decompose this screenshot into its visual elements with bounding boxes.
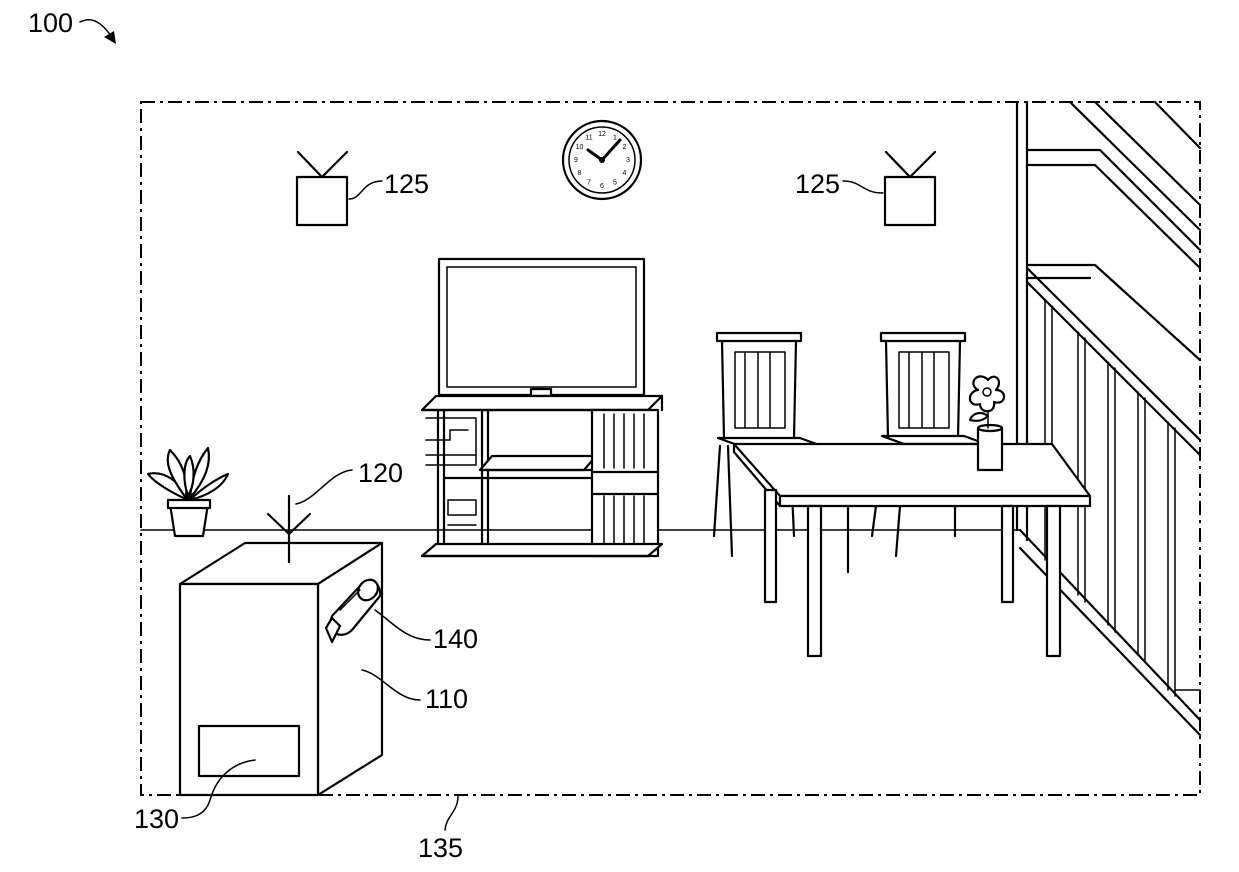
table-leg-front-right: [1047, 506, 1060, 656]
tv-stand-drawer: [426, 418, 476, 465]
staircase: [1017, 102, 1200, 735]
table-leg-back-right: [1002, 506, 1013, 602]
clock-numeral: 9: [574, 157, 578, 164]
tv-stand-base: [422, 544, 662, 556]
clock-numeral: 4: [623, 170, 627, 177]
flower-leaf: [970, 413, 988, 421]
chair-left-slats: [735, 352, 785, 428]
speaker-right-leader: [843, 181, 883, 193]
stair-step-2: [1027, 265, 1200, 360]
chair-right-top-rail: [881, 333, 965, 341]
display-panel-label: 130: [134, 804, 179, 834]
speaker-left-label: 125: [384, 169, 429, 199]
stair-handrail-inner: [1027, 282, 1200, 455]
clock-numeral: 7: [587, 179, 591, 186]
clock-center: [599, 157, 605, 163]
boundary-label: 135: [418, 833, 463, 863]
clock-numeral: 12: [598, 131, 606, 138]
clock-numeral: 6: [600, 183, 604, 190]
clock-numeral: 8: [578, 170, 582, 177]
tv-stand: [422, 396, 662, 556]
table-leg-front-left: [808, 506, 821, 656]
boundary-leader: [445, 796, 458, 830]
speaker-left: 125: [297, 152, 429, 225]
stair-step-edge-1: [1155, 102, 1200, 148]
wall-clock: 12 12 3 45 6 789 1011: [563, 121, 641, 199]
antenna-leader: [296, 470, 352, 504]
clock-numeral: 5: [613, 179, 617, 186]
tv-bezel: [439, 259, 644, 395]
camera-label: 140: [433, 624, 478, 654]
speaker-right-box: [885, 177, 935, 225]
vase-rim: [978, 425, 1002, 431]
flower-petals: [970, 376, 1004, 411]
tv-stand-top: [422, 396, 662, 410]
dining-table: [734, 444, 1090, 656]
potted-plant: [148, 448, 228, 536]
vase: [978, 428, 1002, 470]
speaker-right-label: 125: [795, 169, 840, 199]
chair-right-seat: [882, 436, 986, 444]
tv-stand-drawer-detail: [426, 430, 468, 440]
figure-arrowhead: [104, 31, 116, 44]
display-panel: [199, 726, 299, 776]
speaker-left-box: [297, 177, 347, 225]
device: [180, 496, 382, 795]
chair-right-slats: [899, 352, 949, 428]
television: [439, 259, 644, 403]
chair-left-top-rail: [717, 333, 801, 341]
camera-leader: [375, 610, 430, 640]
clock-numeral: 1: [613, 134, 617, 141]
tv-stand-device: [448, 500, 476, 515]
speaker-right: 125: [795, 152, 935, 225]
antenna-label: 120: [358, 458, 403, 488]
table-apron: [780, 496, 1090, 506]
clock-numeral: 10: [576, 144, 584, 151]
chair-left-legs: [714, 446, 732, 556]
table-top: [734, 444, 1090, 496]
plant-pot-rim: [168, 500, 210, 508]
tv-stand-bookcase: [592, 410, 658, 556]
figure-reference: 100: [28, 8, 116, 44]
clock-numeral: 2: [623, 144, 627, 151]
chair-right-legs: [872, 506, 955, 556]
table-leg-back-left: [765, 490, 776, 602]
speaker-left-leader: [349, 181, 382, 199]
figure-number-label: 100: [28, 8, 73, 38]
stair-handrail: [1027, 268, 1200, 440]
speaker-right-antenna: [886, 152, 935, 177]
stair-stringer-top-inner: [1095, 102, 1200, 205]
speaker-left-antenna: [298, 152, 347, 177]
clock-numeral: 3: [626, 157, 630, 164]
tv-stand-shelf: [480, 456, 596, 470]
clock-numeral: 11: [585, 134, 592, 141]
device-label: 110: [425, 684, 468, 714]
